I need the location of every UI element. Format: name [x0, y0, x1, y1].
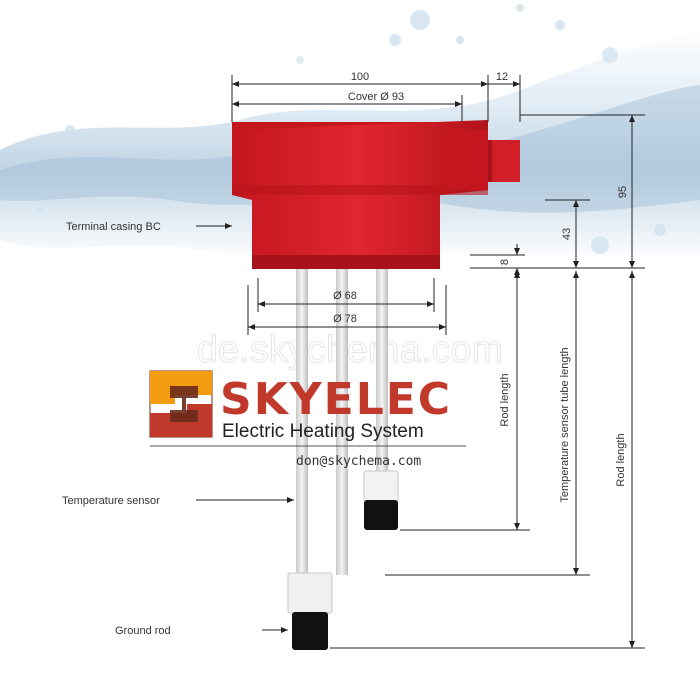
sensor-tip [364, 500, 398, 530]
callout-ground-rod: Ground rod [115, 625, 171, 637]
dim-cover: Cover Ø 93 [348, 91, 404, 103]
rod-right [376, 269, 388, 471]
heater-drawing [232, 120, 520, 650]
dim-rod-length-2: Rod length [615, 433, 627, 486]
dim-12: 12 [496, 71, 508, 83]
dim-dia-78: Ø 78 [333, 313, 357, 325]
watermark-text: de.skychema.com [197, 329, 503, 371]
dim-100: 100 [351, 71, 369, 83]
dim-rod-length-1: Rod length [499, 373, 511, 426]
callout-temperature-sensor: Temperature sensor [62, 495, 160, 507]
right-dimensions [330, 114, 645, 649]
ground-rod-tip [292, 612, 328, 650]
brand-name: SKYELEC [220, 374, 452, 425]
callout-lines [196, 223, 294, 633]
dim-8: 8 [499, 259, 511, 265]
brand-email: don@skychema.com [296, 454, 421, 469]
temperature-sensor-tube [336, 269, 348, 575]
heating-rod-left [296, 269, 308, 575]
brand-tagline: Electric Heating System [222, 421, 424, 442]
dim-43: 43 [561, 228, 573, 240]
diameter-dimensions [247, 278, 447, 335]
top-dimensions [231, 75, 521, 122]
callout-terminal-casing: Terminal casing BC [66, 221, 161, 233]
brand-logo: SKYELEC Electric Heating System don@skyc… [149, 370, 466, 469]
dim-95: 95 [617, 186, 629, 198]
dim-temp-tube-length: Temperature sensor tube length [559, 347, 571, 502]
dim-dia-68: Ø 68 [333, 290, 357, 302]
